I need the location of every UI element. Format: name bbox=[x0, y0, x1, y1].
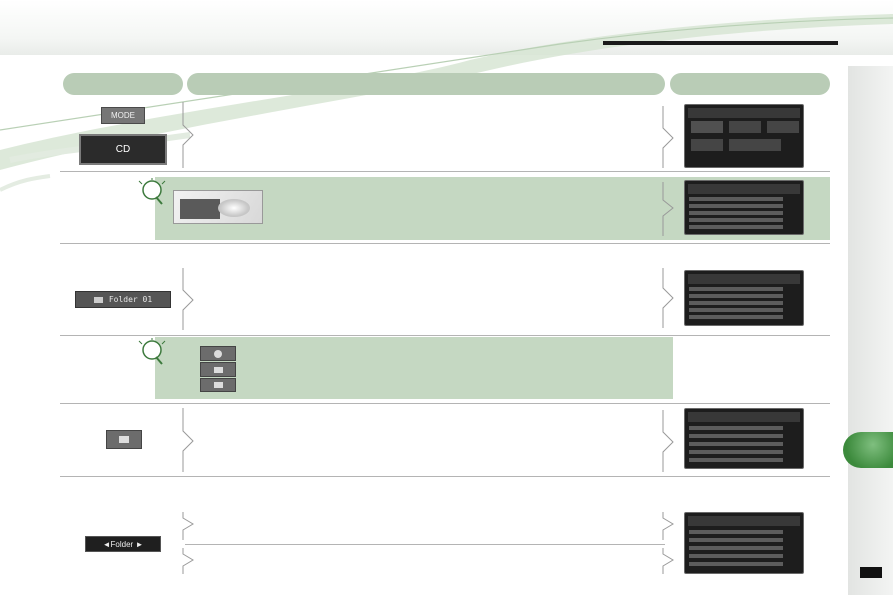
chevron-right-icon bbox=[662, 182, 674, 236]
tip-row-highlight bbox=[155, 337, 673, 399]
folder-icon-button[interactable] bbox=[106, 430, 142, 449]
chevron-right-icon bbox=[182, 548, 194, 574]
folder-nav-label: ◄Folder ► bbox=[102, 539, 144, 549]
folder-button-label: Folder 01 bbox=[108, 295, 153, 304]
row-separator bbox=[60, 403, 830, 404]
folder-icon bbox=[200, 362, 236, 377]
next-folder-screen-thumbnail bbox=[684, 512, 804, 574]
cd-button-label: CD bbox=[115, 144, 131, 155]
chevron-right-icon bbox=[182, 408, 194, 472]
chevron-right-icon bbox=[662, 512, 674, 540]
disc-icon bbox=[200, 346, 236, 361]
chevron-right-icon bbox=[182, 268, 194, 330]
row-separator bbox=[60, 476, 830, 477]
row-separator bbox=[185, 544, 665, 545]
header-rule bbox=[603, 41, 838, 45]
chevron-right-icon bbox=[662, 548, 674, 574]
folder-01-button[interactable]: Folder 01 bbox=[75, 291, 171, 308]
chevron-right-icon bbox=[662, 268, 674, 328]
side-tab-strip bbox=[848, 66, 893, 595]
row-separator bbox=[60, 335, 830, 336]
chevron-right-icon bbox=[182, 512, 194, 540]
folder-list-screen-thumbnail bbox=[684, 270, 804, 326]
chevron-right-icon bbox=[662, 410, 674, 472]
column-header-screen bbox=[670, 73, 830, 95]
chevron-right-icon bbox=[182, 102, 194, 168]
mode-button-label: MODE bbox=[111, 111, 135, 120]
chevron-right-icon bbox=[662, 106, 674, 168]
folder-nav-button[interactable]: ◄Folder ► bbox=[85, 536, 161, 552]
tip-bulb-icon bbox=[138, 178, 166, 205]
mode-button[interactable]: MODE bbox=[101, 107, 145, 124]
folder-icon bbox=[93, 296, 103, 303]
chapter-tab bbox=[843, 432, 893, 468]
disc-insert-photo bbox=[173, 190, 263, 224]
row-separator bbox=[60, 243, 830, 244]
row-separator bbox=[60, 171, 830, 172]
tip-bulb-icon bbox=[138, 338, 166, 365]
cd-track-list-screen-thumbnail bbox=[684, 180, 804, 235]
cd-button[interactable]: CD bbox=[79, 134, 167, 165]
column-header-control bbox=[63, 73, 183, 95]
column-header-description bbox=[187, 73, 665, 95]
page-marker bbox=[860, 567, 882, 578]
source-menu-screen-thumbnail bbox=[684, 104, 804, 168]
folder-track-list-screen-thumbnail bbox=[684, 408, 804, 469]
folder-icon bbox=[200, 378, 236, 392]
folder-icon bbox=[119, 436, 129, 443]
